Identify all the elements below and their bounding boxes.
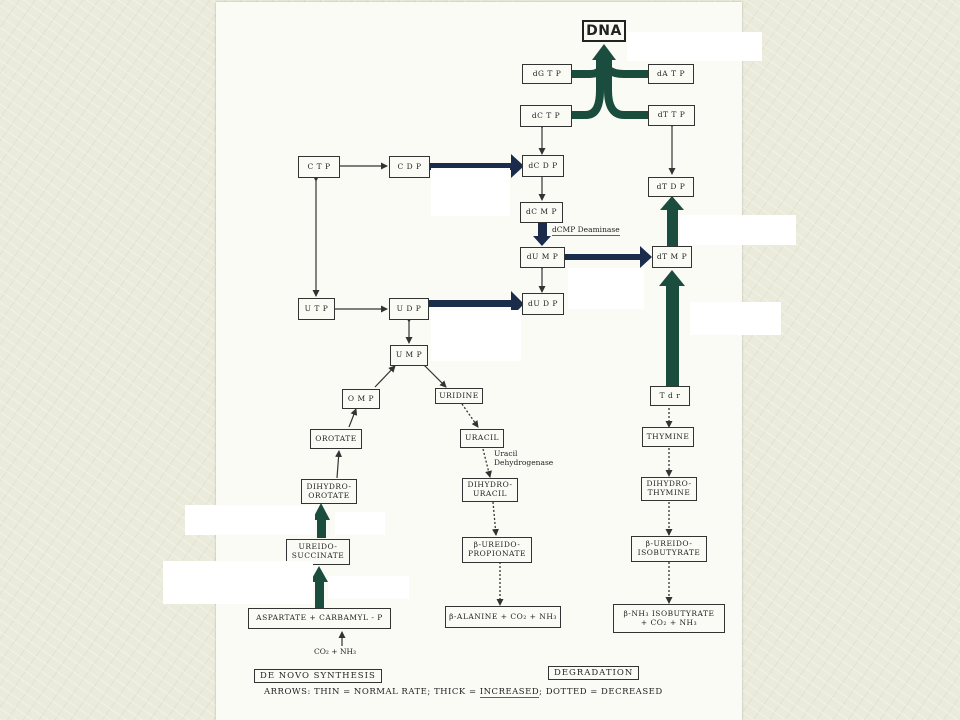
node-uracil: URACIL: [460, 429, 504, 448]
dotted-arrow-uracil-dihydrouracil: [482, 448, 492, 478]
thick-arrows-dna: [572, 57, 648, 119]
legend-suffix: ; DOTTED = DECREASED: [539, 687, 663, 697]
thick-arrow-dtmp-dtdp-shaft: [667, 208, 678, 246]
label-degradation: DEGRADATION: [548, 666, 640, 680]
thick-arrow-dump-dtmp-shaft: [565, 254, 643, 260]
node-aspartate: ASPARTATE + CARBAMYL - P: [248, 608, 391, 629]
node-orotate: OROTATE: [310, 429, 362, 449]
thin-arrow-dihydro-orotate: [335, 450, 343, 479]
thin-arrow-orotate-omp: [348, 408, 358, 428]
thick-arrow-dtmp-dtdp-head: [660, 196, 684, 210]
thick-arrow-cdp-dcdp-head: [511, 154, 524, 178]
node-ureidopropionate: β-UREIDO- PROPIONATE: [462, 537, 532, 563]
legend-increased: INCREASED: [479, 687, 540, 698]
node-thymine: THYMINE: [642, 427, 694, 447]
node-bnh3: β-NH₃ ISOBUTYRATE + CO₂ + NH₃: [613, 604, 725, 633]
thick-arrow-ureido-dihydro-shaft: [317, 518, 326, 538]
thick-arrow-dctp-dna: [572, 58, 604, 119]
node-utp: U T P: [298, 298, 335, 320]
thick-arrow-dcmp-dump-shaft: [538, 222, 547, 240]
node-udp: U D P: [389, 298, 429, 320]
node-dihydrothymine: DIHYDRO- THYMINE: [641, 477, 697, 501]
redaction-box: [328, 576, 409, 599]
node-dihydroorotate: DIHYDRO- OROTATE: [301, 479, 357, 504]
dotted-arrow-dihydrouracil-ureido: [491, 501, 499, 536]
redaction-box: [690, 302, 781, 335]
label-dcmp-deaminase: dCMP Deaminase: [552, 225, 620, 236]
node-ump: U M P: [390, 345, 428, 366]
thick-arrow-aspartate-ureido-shaft: [315, 580, 324, 608]
legend: ARROWS: THIN = NORMAL RATE; THICK = INCR…: [264, 687, 663, 698]
node-dihydrouracil: DIHYDRO- URACIL: [462, 478, 518, 502]
node-uridine: URIDINE: [435, 388, 483, 404]
node-dcmp: dC M P: [520, 202, 563, 223]
redaction-box: [680, 215, 796, 245]
thick-arrow-dcmp-dump-head: [533, 236, 551, 246]
node-dtdp: dT D P: [648, 177, 694, 197]
redaction-box: [185, 505, 315, 535]
node-ureidoisobutyrate: β-UREIDO- ISOBUTYRATE: [631, 536, 707, 562]
node-datp: dA T P: [648, 64, 694, 84]
node-tdr: T d r: [650, 386, 690, 406]
redaction-box: [335, 512, 385, 535]
node-ctp: C T P: [298, 156, 340, 178]
dotted-arrow-uridine-uracil: [461, 403, 479, 428]
node-dttp: dT T P: [648, 105, 695, 126]
redaction-box: [627, 32, 762, 61]
label-de-novo: DE NOVO SYNTHESIS: [254, 669, 382, 683]
thin-arrows: [312, 121, 676, 646]
thick-arrowhead-dna: [592, 44, 616, 60]
node-dudp: dU D P: [522, 293, 564, 315]
dotted-arrows: [461, 403, 673, 606]
node-dgtp: dG T P: [522, 64, 572, 84]
thick-arrow-tdr-dtmp-shaft: [666, 283, 679, 386]
thick-arrow-aspartate-ureido-head: [310, 566, 328, 582]
redaction-box: [163, 561, 313, 604]
node-dtmp: dT M P: [652, 246, 692, 268]
thick-arrow-ureido-dihydro-head: [312, 503, 330, 520]
node-dna: DNA: [582, 20, 626, 42]
thick-arrow-cdp-dcdp-shaft: [429, 163, 514, 170]
thin-arrow-ump-uridine: [418, 359, 447, 388]
thin-arrow-omp-ump: [374, 365, 396, 388]
redaction-box: [568, 268, 644, 309]
node-dcdp: dC D P: [522, 155, 564, 177]
node-dctp: dC T P: [520, 105, 572, 127]
thick-arrow-dump-dtmp-head: [640, 246, 652, 268]
node-cdp: C D P: [389, 156, 430, 178]
node-balanine: β-ALANINE + CO₂ + NH₃: [445, 606, 561, 628]
redaction-box: [431, 310, 521, 361]
thick-arrow-tdr-dtmp-head: [659, 270, 685, 286]
label-co2-nh3: CO₂ + NH₃: [314, 647, 357, 656]
thick-arrow-udp-dudp-shaft: [429, 300, 514, 307]
thick-arrow-dttp-dna: [604, 58, 648, 119]
node-omp: O M P: [342, 389, 380, 409]
label-uracil-dehydrogenase: Uracil Dehydrogenase: [494, 449, 554, 467]
node-dump: dU M P: [520, 247, 565, 268]
legend-prefix: ARROWS: THIN = NORMAL RATE; THICK =: [264, 687, 480, 697]
node-ureidosuccinate: UREIDO- SUCCINATE: [286, 539, 350, 565]
redaction-box: [431, 168, 510, 216]
